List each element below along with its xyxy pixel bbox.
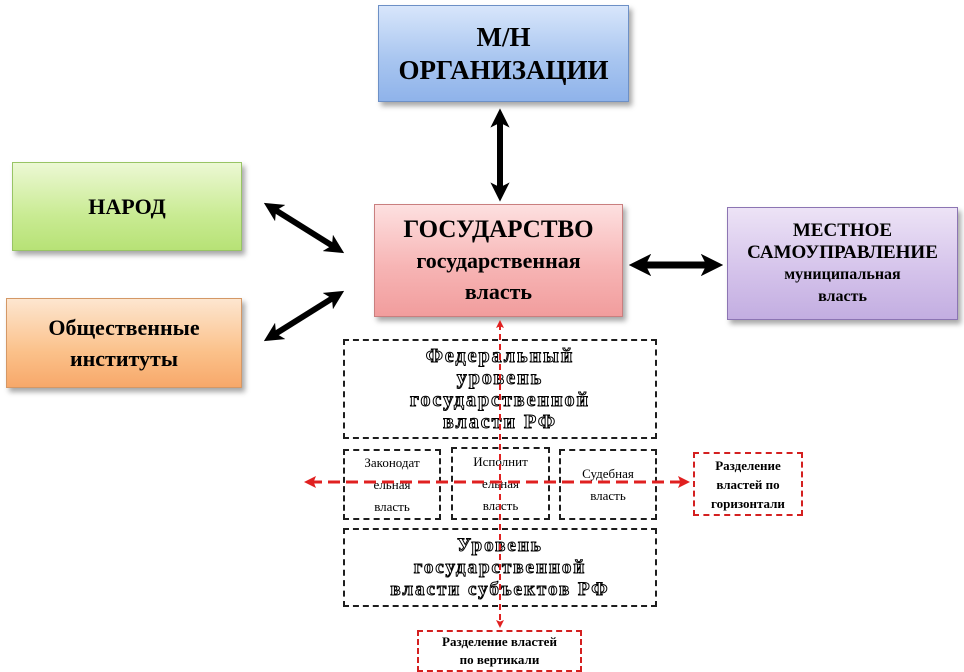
- international-organizations-node: М/Н ОРГАНИЗАЦИИ: [378, 5, 629, 102]
- federal-level-node: Федеральный уровень государственной влас…: [343, 339, 657, 439]
- node-line: Уровень: [457, 534, 543, 556]
- node-line: Законодат: [364, 454, 420, 470]
- node-line: Федеральный: [425, 345, 575, 368]
- arrow-state-people: [263, 202, 345, 254]
- label-line: горизонтали: [711, 495, 785, 511]
- node-line: власти РФ: [442, 411, 558, 434]
- node-line: государственная: [416, 248, 581, 273]
- node-line: М/Н: [476, 21, 531, 52]
- arrow-state-institutions: [263, 290, 345, 342]
- legislative-power-node: Законодат ельная власть: [343, 449, 441, 520]
- label-line: властей по: [716, 476, 780, 492]
- people-node: НАРОД: [12, 162, 242, 251]
- node-line: власть: [464, 279, 533, 304]
- node-line: МЕСТНОЕ: [792, 219, 893, 241]
- node-line: власть: [374, 498, 410, 514]
- public-institutions-node: Общественные институты: [6, 298, 242, 388]
- node-line: Общественные: [48, 315, 200, 340]
- subjects-level-node: Уровень государственной власти субъектов…: [343, 528, 657, 607]
- label-line: по вертикали: [459, 652, 540, 667]
- node-line: государственной: [409, 389, 591, 412]
- node-line: ельная: [373, 476, 411, 492]
- node-line: ГОСУДАРСТВО: [403, 216, 594, 243]
- node-line: Исполнит: [473, 453, 528, 469]
- label-line: Разделение: [715, 457, 781, 473]
- node-line: ОРГАНИЗАЦИИ: [398, 54, 609, 85]
- node-line: власти субъектов РФ: [390, 578, 610, 600]
- node-line: государственной: [413, 556, 587, 578]
- node-line: власть: [482, 497, 519, 513]
- label-line: Разделение властей: [442, 634, 557, 649]
- vertical-separation-label: Разделение властей по вертикали: [417, 630, 582, 672]
- horizontal-separation-label: Разделение властей по горизонтали: [693, 452, 803, 516]
- node-line: институты: [69, 346, 179, 371]
- node-line: НАРОД: [88, 193, 166, 219]
- node-line: власть: [818, 287, 867, 305]
- node-line: муниципальная: [784, 265, 901, 283]
- local-self-government-node: МЕСТНОЕ САМОУПРАВЛЕНИЕ муниципальная вла…: [727, 207, 958, 320]
- node-line: САМОУПРАВЛЕНИЕ: [747, 241, 938, 263]
- judicial-power-node: Судебная власть: [559, 449, 657, 520]
- node-line: уровень: [456, 367, 544, 390]
- executive-power-node: Исполнит ельная власть: [451, 447, 550, 520]
- node-line: власть: [590, 487, 626, 503]
- node-line: Судебная: [582, 465, 634, 481]
- node-line: ельная: [482, 475, 519, 491]
- state-node: ГОСУДАРСТВО государственная власть: [374, 204, 623, 317]
